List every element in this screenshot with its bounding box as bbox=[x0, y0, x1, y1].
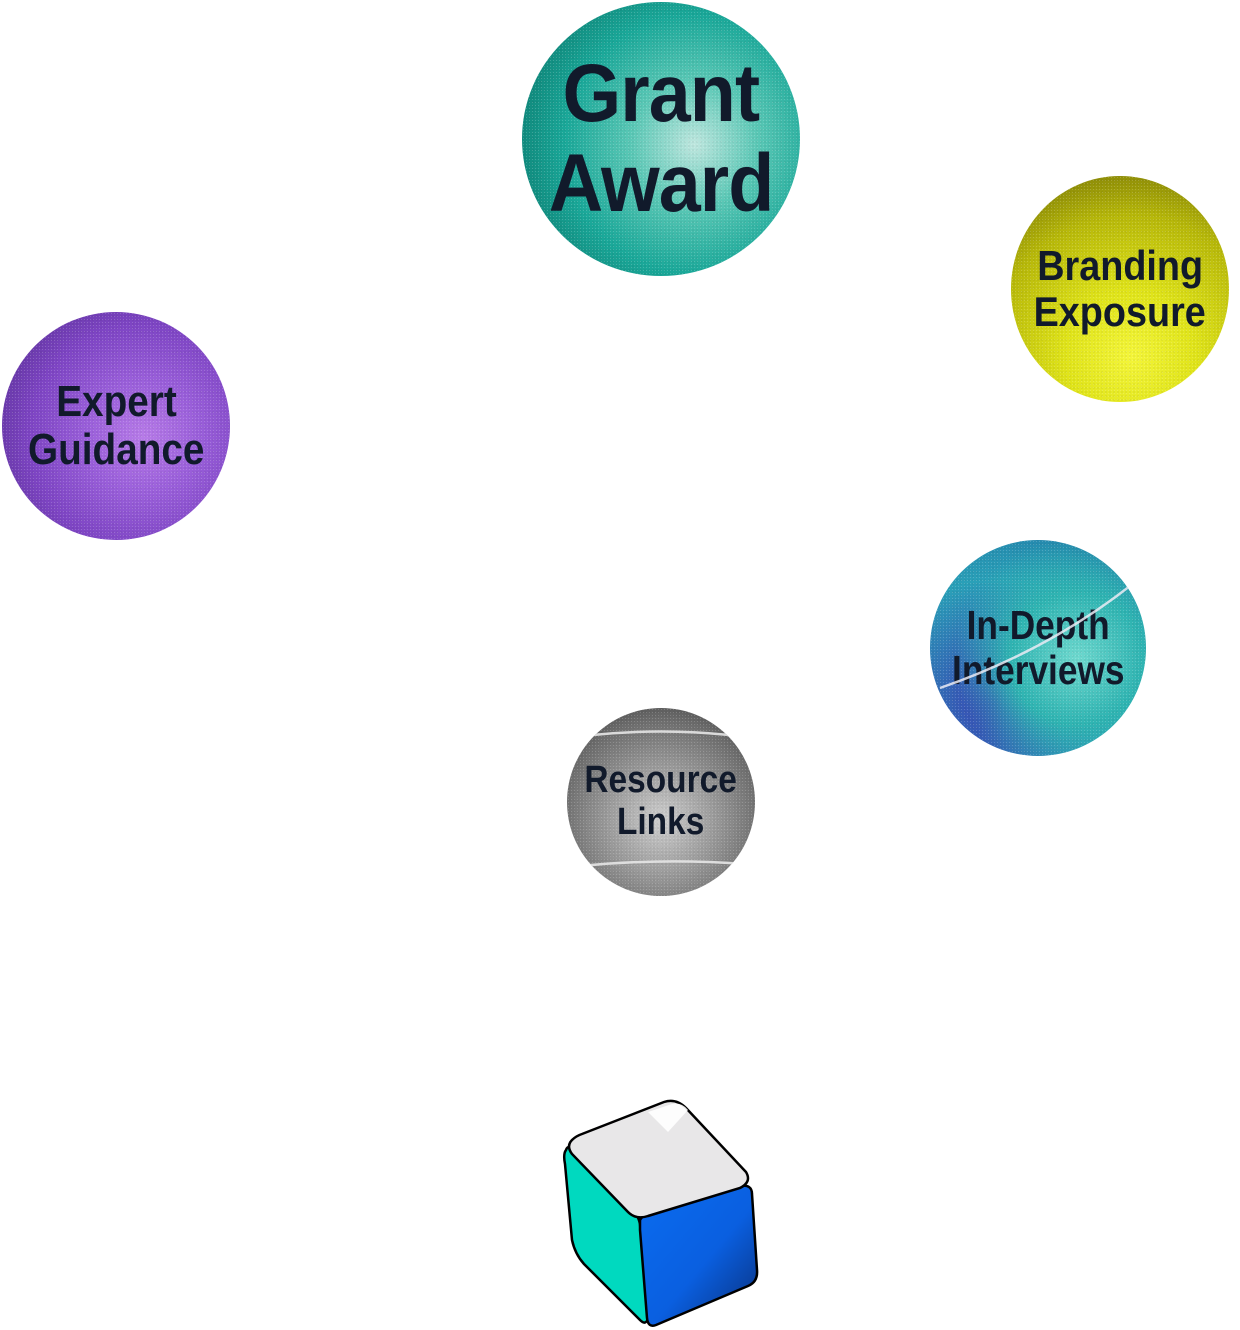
cube-icon bbox=[562, 1099, 759, 1327]
cube-highlight bbox=[648, 1103, 688, 1132]
sphere-label-line: Guidance bbox=[27, 425, 205, 474]
sphere-label-line: Grant bbox=[562, 47, 761, 139]
sphere-expert-guidance: Expert Guidance bbox=[2, 312, 230, 540]
cube-top-face bbox=[567, 1099, 750, 1219]
sphere-branding-exposure: Branding Exposure bbox=[1011, 176, 1229, 402]
sphere-label-line: In-Depth bbox=[966, 601, 1110, 648]
sphere-grant-award: Grant Award bbox=[522, 2, 800, 276]
sphere-label-line: Interviews bbox=[951, 647, 1125, 693]
sphere-label-line: Branding bbox=[1037, 241, 1203, 289]
sphere-in-depth-interviews: In-Depth Interviews bbox=[930, 540, 1146, 756]
sphere-label-line: Expert bbox=[55, 376, 177, 426]
sphere-label-line: Resource bbox=[584, 759, 738, 802]
sphere-label-line: Award bbox=[548, 138, 775, 229]
sphere-label-line: Links bbox=[617, 801, 705, 843]
sphere-label-line: Exposure bbox=[1033, 288, 1207, 335]
sphere-resource-links: Resource Links bbox=[567, 708, 755, 896]
